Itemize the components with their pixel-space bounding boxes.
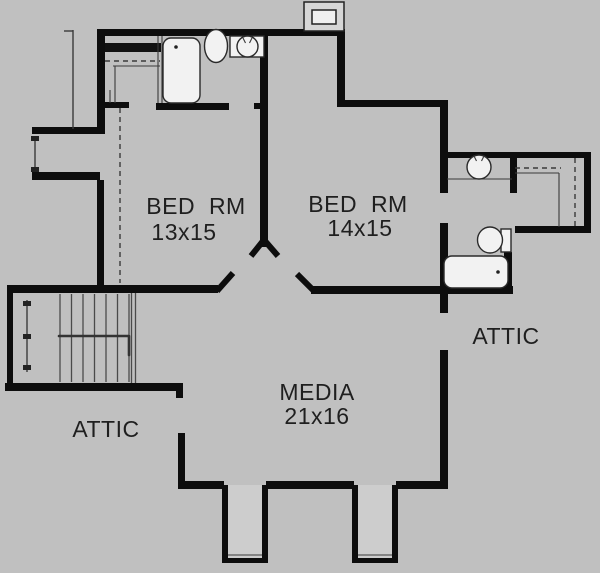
chimney-chases bbox=[222, 485, 398, 563]
center-wall-chevron-left bbox=[248, 239, 266, 258]
bed1-dims: 13x15 bbox=[151, 219, 216, 245]
closet-shelves bbox=[515, 158, 576, 227]
chimney bbox=[303, 1, 345, 32]
bed2-dims: 14x15 bbox=[327, 215, 392, 241]
media-label: MEDIA bbox=[279, 379, 355, 405]
roofline bbox=[64, 30, 74, 129]
stair-window bbox=[23, 300, 31, 372]
attic-left-label: ATTIC bbox=[72, 416, 139, 442]
center-wall-chevron-right bbox=[262, 239, 281, 258]
toilet-icon bbox=[476, 226, 512, 254]
room-labels: BED RM 13x15 BED RM 14x15 MEDIA 21x16 AT… bbox=[72, 191, 539, 442]
stairs bbox=[23, 293, 137, 383]
sink-icon bbox=[229, 35, 265, 58]
media-dims: 21x16 bbox=[284, 403, 349, 429]
door-openings bbox=[214, 239, 316, 293]
bed1-label: BED RM bbox=[146, 193, 245, 219]
door-jamb-bed2 bbox=[294, 271, 316, 293]
stair-handrail bbox=[57, 334, 131, 357]
closet-shelves bbox=[105, 36, 163, 103]
bathtub-icon bbox=[162, 37, 201, 104]
door-jamb-bed1 bbox=[214, 271, 236, 293]
attic-right-label: ATTIC bbox=[472, 323, 539, 349]
bay-window bbox=[31, 136, 39, 172]
bed2-label: BED RM bbox=[308, 191, 407, 217]
sink-icon bbox=[447, 154, 512, 180]
hall-bathroom bbox=[105, 28, 265, 104]
master-bathroom bbox=[443, 154, 576, 289]
bathtub-icon bbox=[443, 255, 509, 289]
toilet-icon bbox=[203, 28, 229, 64]
